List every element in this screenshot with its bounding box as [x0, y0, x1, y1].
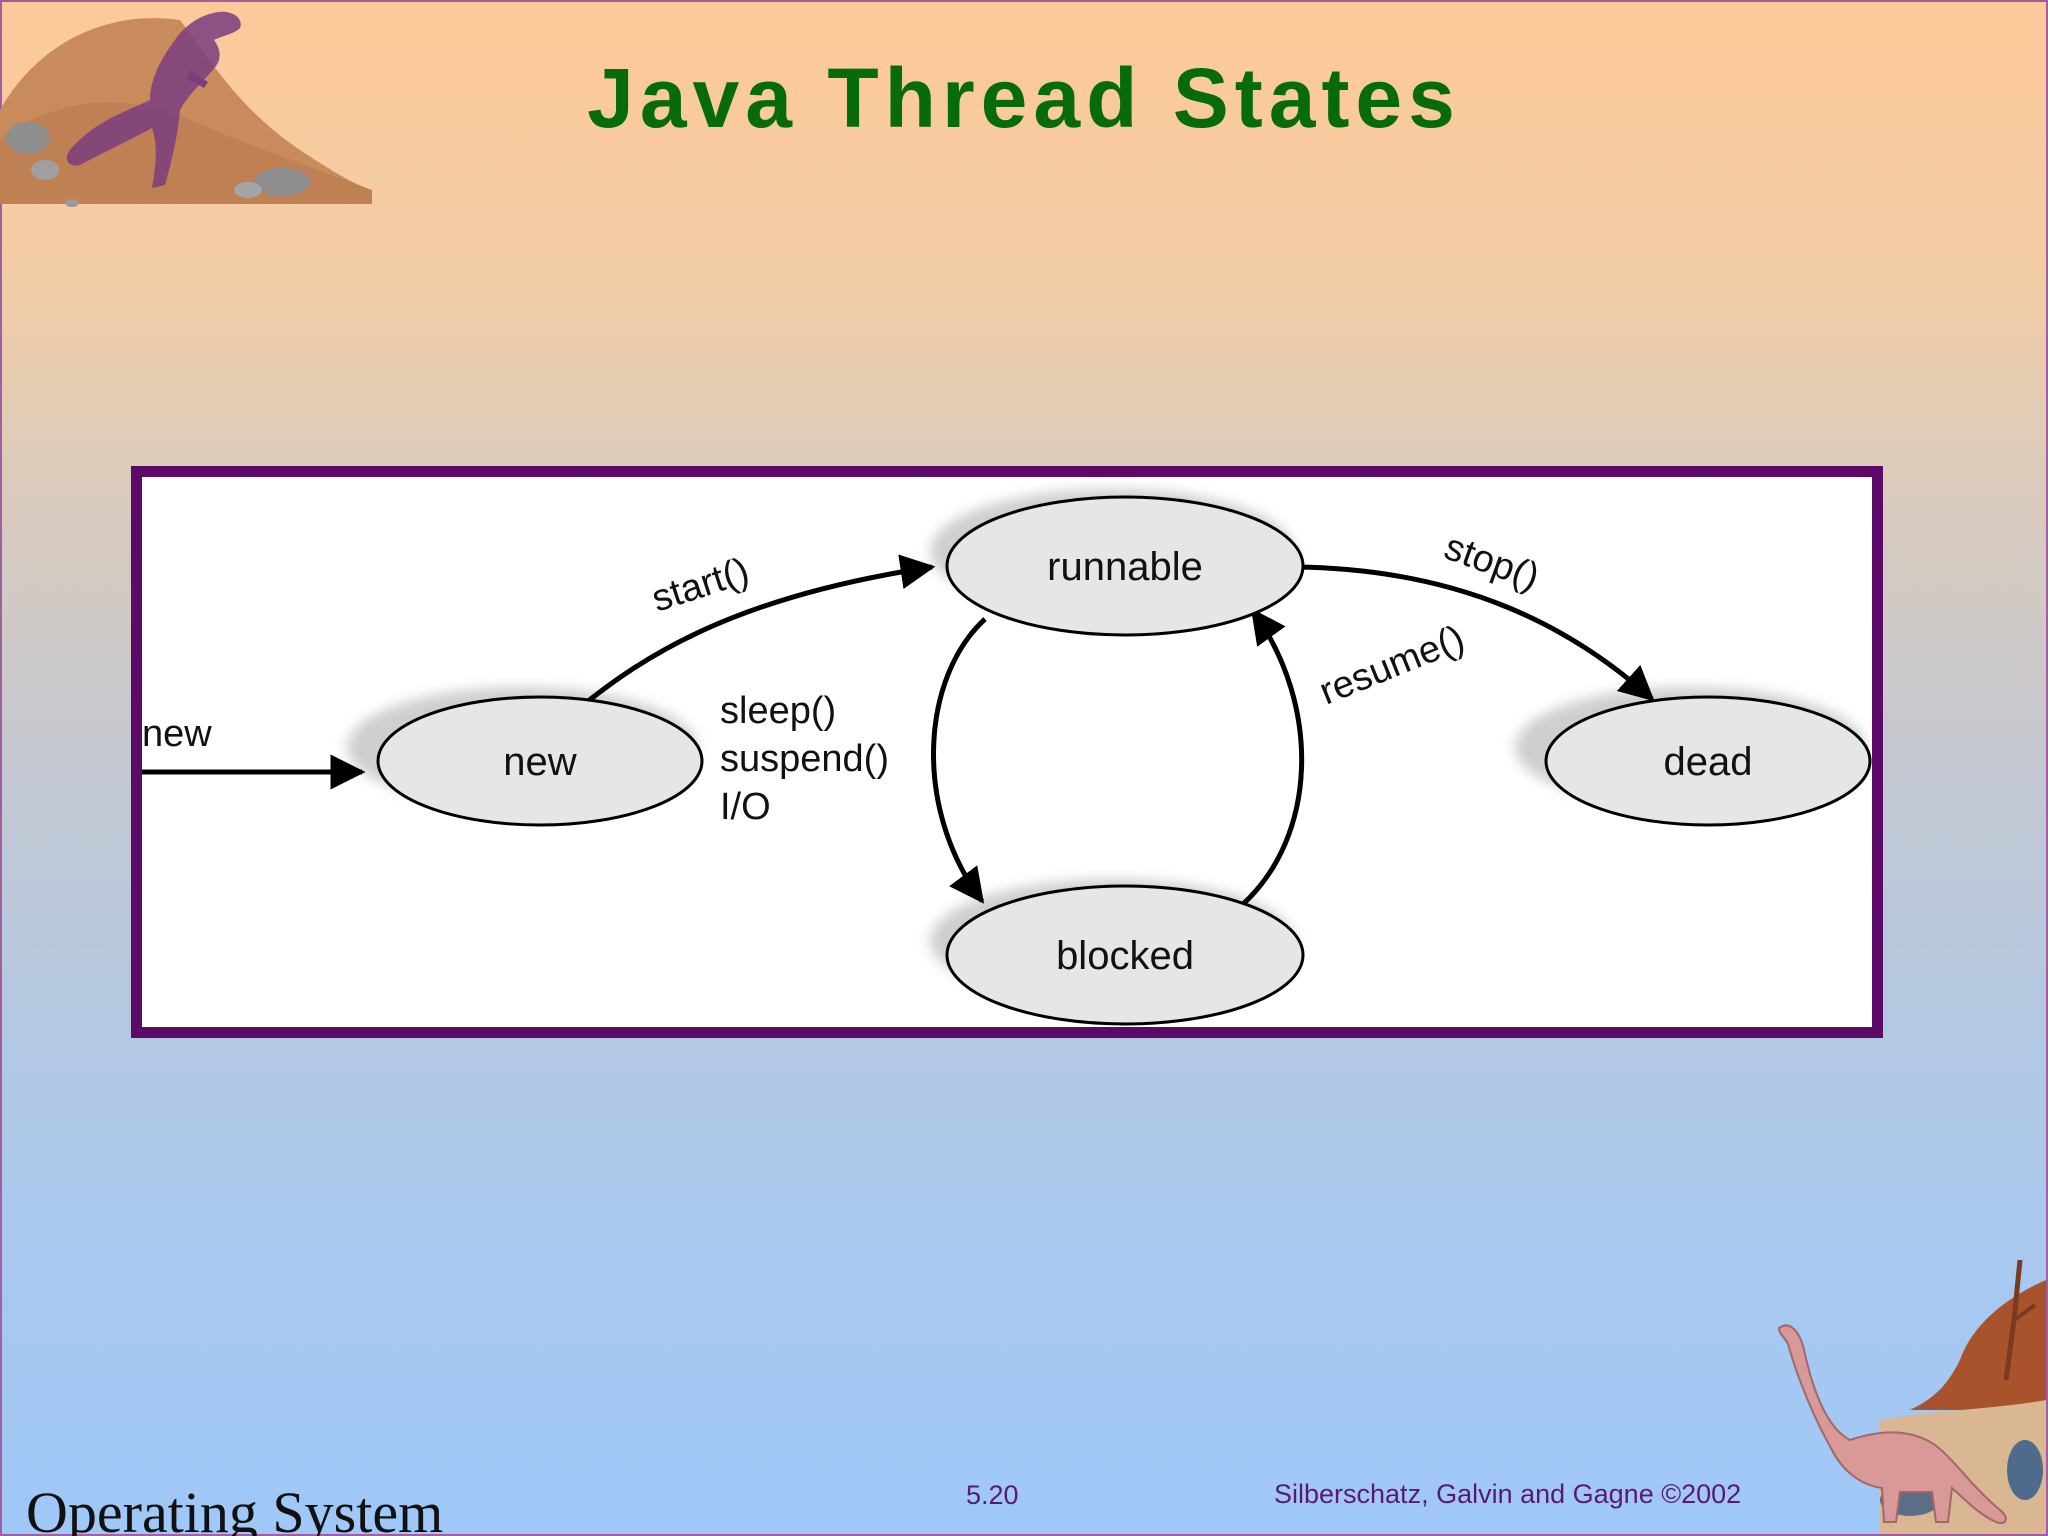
state-dead: dead — [1544, 695, 1872, 827]
slide-title: Java Thread States — [587, 51, 1461, 145]
diagram-frame: runnable new dead blocked new start() st… — [131, 466, 1883, 1038]
edge-label-entry: new — [142, 713, 212, 755]
state-blocked: blocked — [945, 884, 1305, 1026]
edge-label-resume: resume() — [1314, 617, 1471, 713]
state-new-label: new — [503, 740, 576, 784]
edge-label-suspend: suspend() — [720, 738, 889, 780]
state-dead-label: dead — [1664, 740, 1753, 784]
t-rex-icon — [0, 11, 372, 207]
state-new: new — [376, 695, 704, 827]
state-runnable-label: runnable — [1047, 545, 1203, 589]
footer-course-title: Operating System — [26, 1480, 444, 1536]
edge-stop — [1295, 564, 1655, 702]
edge-resume — [1240, 608, 1305, 907]
brontosaurus-icon — [1777, 1260, 2046, 1534]
edge-label-start: start() — [647, 550, 754, 621]
thread-state-diagram: runnable new dead blocked new start() st… — [142, 489, 1872, 1026]
footer-credit: Silberschatz, Galvin and Gagne ©2002 — [1274, 1479, 1742, 1509]
edge-start — [575, 554, 936, 712]
state-blocked-label: blocked — [1056, 934, 1194, 978]
edge-sleep-suspend-io — [931, 617, 987, 904]
footer-page-number: 5.20 — [966, 1480, 1019, 1510]
state-runnable: runnable — [945, 495, 1305, 637]
edge-label-io: I/O — [720, 786, 771, 828]
edge-label-sleep: sleep() — [720, 690, 836, 732]
